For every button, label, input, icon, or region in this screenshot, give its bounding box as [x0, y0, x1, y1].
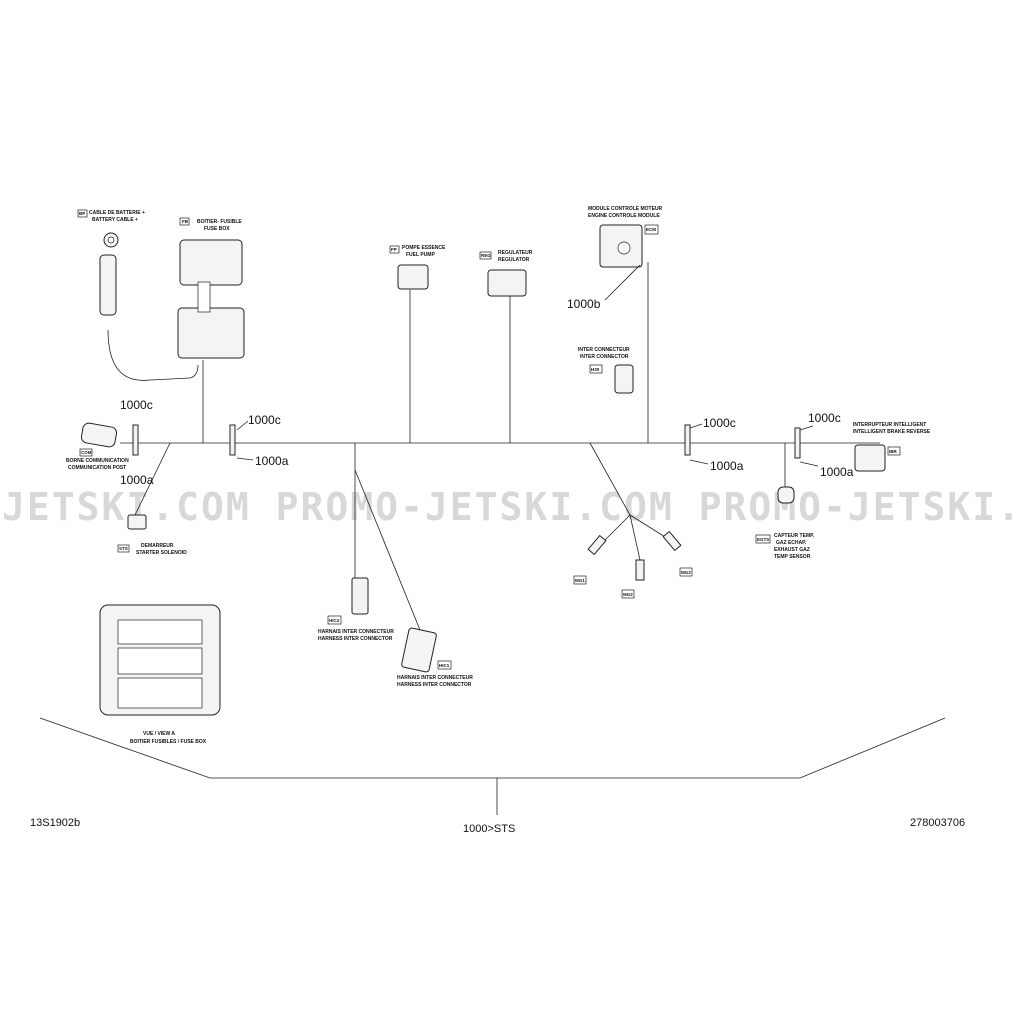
svg-text:CABLE DE BATTERIE +: CABLE DE BATTERIE + — [89, 210, 145, 216]
svg-text:HARNESS INTER CONNECTOR: HARNESS INTER CONNECTOR — [318, 636, 393, 642]
svg-text:TEMP SENSOR: TEMP SENSOR — [774, 554, 811, 560]
svg-text:BP: BP — [79, 211, 85, 216]
fuel-pump: FP POMPE ESSENCE FUEL PUMP — [389, 245, 446, 290]
svg-text:1000a: 1000a — [255, 454, 289, 468]
engine-control-module: ECM MODULE CONTROLE MOTEUR ENGINE CONTRO… — [567, 206, 663, 311]
svg-text:REGULATEUR: REGULATEUR — [498, 250, 533, 256]
svg-text:1000c: 1000c — [703, 416, 736, 430]
svg-text:1000c: 1000c — [248, 413, 281, 427]
svg-text:MG1: MG1 — [575, 578, 585, 583]
inter-connector: H30 INTER CONNECTEUR INTER CONNECTOR — [578, 347, 634, 394]
svg-text:INTERRUPTEUR INTELLIGENT: INTERRUPTEUR INTELLIGENT — [853, 422, 926, 428]
svg-text:1000a: 1000a — [120, 473, 154, 487]
svg-text:FP: FP — [391, 247, 397, 252]
fuse-box: FB BOITIER- FUSIBLE FUSE BOX — [177, 217, 245, 359]
harness-inter-connector-1: HIC1 HARNAIS INTER CONNECTEUR HARNESS IN… — [397, 627, 473, 688]
battery-cable: BP CABLE DE BATTERIE + BATTERY CABLE + — [77, 209, 145, 316]
svg-text:VUE / VIEW A: VUE / VIEW A — [143, 731, 175, 737]
svg-text:HARNESS INTER CONNECTOR: HARNESS INTER CONNECTOR — [397, 682, 472, 688]
svg-text:H30: H30 — [591, 367, 600, 372]
svg-text:REGULATOR: REGULATOR — [498, 257, 530, 263]
svg-text:BOITIER- FUSIBLE: BOITIER- FUSIBLE — [197, 219, 242, 225]
svg-text:MG2: MG2 — [623, 592, 633, 597]
svg-text:FB: FB — [182, 219, 189, 224]
part-number: 278003706 — [910, 817, 965, 829]
view-a-fuse-box: VUE / VIEW A BOITIER FUSIBLES / FUSE BOX — [99, 604, 221, 745]
callouts: 1000c 1000a 1000c 1000a 1000c 1000a 1000… — [120, 398, 854, 487]
svg-text:1000b: 1000b — [567, 297, 601, 311]
svg-text:BOITIER FUSIBLES / FUSE BOX: BOITIER FUSIBLES / FUSE BOX — [130, 739, 207, 745]
svg-text:EGTS: EGTS — [757, 537, 769, 542]
svg-text:GAZ ECHAP.: GAZ ECHAP. — [776, 540, 807, 546]
harness-inter-connector-2: HIC2 HARNAIS INTER CONNECTEUR HARNESS IN… — [318, 577, 394, 642]
svg-text:COMMUNICATION POST: COMMUNICATION POST — [68, 465, 126, 471]
watermark: JETSKI.COM PROMO-JETSKI.COM PROMO-JETSKI… — [2, 485, 1012, 529]
exhaust-gas-temp-sensor: EGTS CAPTEUR TEMP. GAZ ECHAP. EXHAUST GA… — [755, 486, 815, 560]
communication-post: COM BORNE COMMUNICATION COMMUNICATION PO… — [66, 422, 129, 471]
svg-text:INTER CONNECTOR: INTER CONNECTOR — [580, 354, 629, 360]
svg-text:COM: COM — [81, 450, 92, 455]
svg-text:1000a: 1000a — [820, 465, 854, 479]
svg-text:ENGINE CONTROLE MODULE: ENGINE CONTROLE MODULE — [588, 213, 660, 219]
regulator: REG REGULATEUR REGULATOR — [479, 250, 533, 297]
svg-text:FUEL PUMP: FUEL PUMP — [406, 252, 435, 258]
svg-text:CAPTEUR TEMP.: CAPTEUR TEMP. — [774, 533, 815, 539]
svg-text:HARNAIS INTER CONNECTEUR: HARNAIS INTER CONNECTEUR — [397, 675, 473, 681]
svg-text:IBR: IBR — [889, 449, 898, 454]
main-harness — [107, 262, 880, 631]
svg-text:REG: REG — [481, 253, 491, 258]
svg-text:STS: STS — [119, 546, 128, 551]
svg-text:1000c: 1000c — [120, 398, 153, 412]
svg-text:1000a: 1000a — [710, 459, 744, 473]
starter-solenoid: STS DEMARREUR STARTER SOLENOID — [117, 514, 187, 556]
svg-text:ECM: ECM — [646, 227, 656, 232]
svg-text:1000c: 1000c — [808, 411, 841, 425]
svg-text:HIC2: HIC2 — [329, 618, 340, 623]
svg-text:POMPE ESSENCE: POMPE ESSENCE — [402, 245, 446, 251]
svg-text:MG3: MG3 — [681, 570, 691, 575]
svg-text:BORNE COMMUNICATION: BORNE COMMUNICATION — [66, 458, 129, 464]
svg-text:HIC1: HIC1 — [439, 663, 450, 668]
svg-text:INTER CONNECTEUR: INTER CONNECTEUR — [578, 347, 630, 353]
svg-text:INTELLIGENT BRAKE REVERSE: INTELLIGENT BRAKE REVERSE — [853, 429, 931, 435]
mg-sensors: MG1 MG2 MG3 — [573, 530, 693, 599]
svg-text:EXHAUST GAZ: EXHAUST GAZ — [774, 547, 810, 553]
intelligent-brake-reverse: IBR INTERRUPTEUR INTELLIGENT INTELLIGENT… — [853, 422, 931, 472]
svg-text:DEMARREUR: DEMARREUR — [141, 543, 174, 549]
svg-text:BATTERY CABLE +: BATTERY CABLE + — [92, 217, 138, 223]
svg-text:MODULE CONTROLE MOTEUR: MODULE CONTROLE MOTEUR — [588, 206, 663, 212]
bottom-bracket — [39, 717, 946, 815]
model-range: 1000>STS — [463, 823, 515, 835]
svg-text:HARNAIS INTER CONNECTEUR: HARNAIS INTER CONNECTEUR — [318, 629, 394, 635]
svg-text:STARTER SOLENOID: STARTER SOLENOID — [136, 550, 187, 556]
drawing-number: 13S1902b — [30, 817, 80, 829]
svg-text:FUSE BOX: FUSE BOX — [204, 226, 230, 232]
